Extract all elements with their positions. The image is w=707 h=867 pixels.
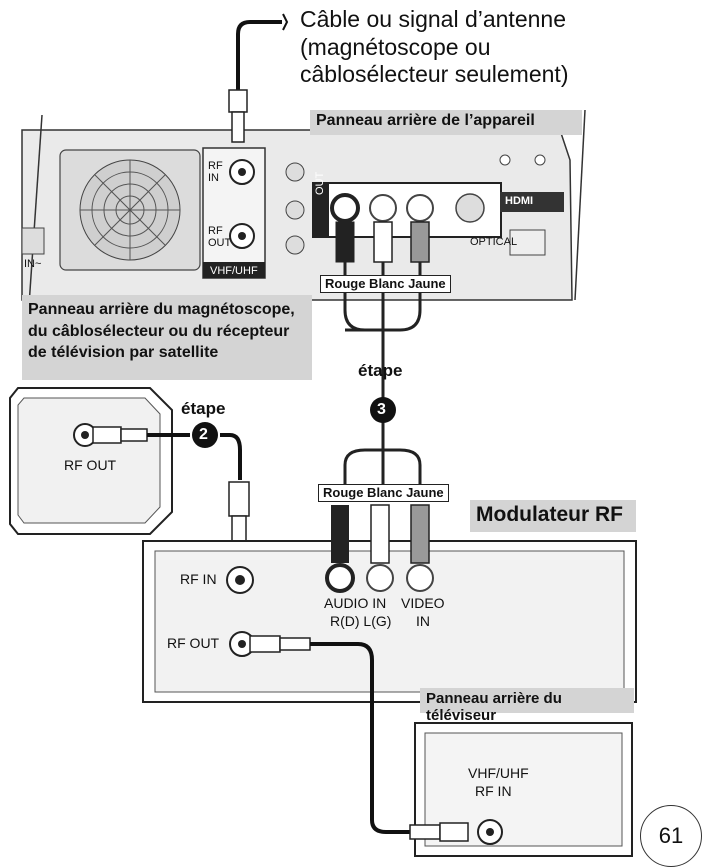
vcr-title-line2: du câblosélecteur ou du récepteur xyxy=(28,322,290,340)
tv-vhf-uhf-label: VHF/UHF xyxy=(468,765,529,781)
unit-vhf-uhf-label: VHF/UHF xyxy=(210,265,258,277)
cable-label-bottom: Rouge Blanc Jaune xyxy=(318,484,449,503)
optical-label: OPTICAL xyxy=(470,236,518,248)
cable-signal-line2: (magnétoscope ou xyxy=(300,33,491,60)
ac-in-label: IN~ xyxy=(24,258,42,270)
cable-signal-line1: Câble ou signal d’antenne xyxy=(300,6,566,32)
page-number: 61 xyxy=(640,805,702,867)
vcr-box xyxy=(9,387,250,567)
cable-label-top: Rouge Blanc Jaune xyxy=(320,275,451,294)
modulator-rf-in-label: RF IN xyxy=(180,571,217,587)
modulator-rf-out-label: RF OUT xyxy=(167,635,220,651)
step-3-number: 3 xyxy=(377,401,386,418)
modulator-title: Modulateur RF xyxy=(470,500,636,532)
step-2-circle xyxy=(192,422,218,448)
tv-rf-in-label: RF IN xyxy=(475,783,512,799)
unit-rear-panel xyxy=(21,109,586,321)
vcr-title-line1: Panneau arrière du magnétoscope, xyxy=(28,301,295,318)
video-in-label: IN xyxy=(416,613,430,629)
vcr-rf-out-label: RF OUT xyxy=(64,457,117,473)
unit-rca-plugs xyxy=(335,221,430,400)
step-word-a: étape xyxy=(181,399,226,418)
video-label: VIDEO xyxy=(401,595,445,611)
unit-panel-title: Panneau arrière de l’appareil xyxy=(310,110,582,135)
antenna-cable xyxy=(228,13,289,143)
cable-signal-line3: câblosélecteur seulement) xyxy=(300,61,569,88)
vcr-title-line3: de télévision par satellite xyxy=(28,344,219,362)
step-word-b: étape xyxy=(358,361,403,380)
step3-line xyxy=(343,420,422,490)
rf-modulator-box xyxy=(142,504,637,834)
step-3-circle xyxy=(370,397,396,423)
hdmi-label: HDMI xyxy=(505,195,534,207)
tv-panel-title: Panneau arrière du téléviseur xyxy=(420,688,634,724)
unit-out-label: OUT xyxy=(314,171,326,195)
tv-panel-box xyxy=(409,722,633,857)
audio-in-label: AUDIO IN xyxy=(324,595,387,611)
cable-signal-caption: Câble ou signal d’antenne (magnétoscope … xyxy=(300,6,707,89)
vcr-panel-title: Panneau arrière du magnétoscope, du câbl… xyxy=(22,295,312,380)
rd-lg-label: R(D) L(G) xyxy=(330,613,392,629)
step-2-number: 2 xyxy=(199,426,208,443)
